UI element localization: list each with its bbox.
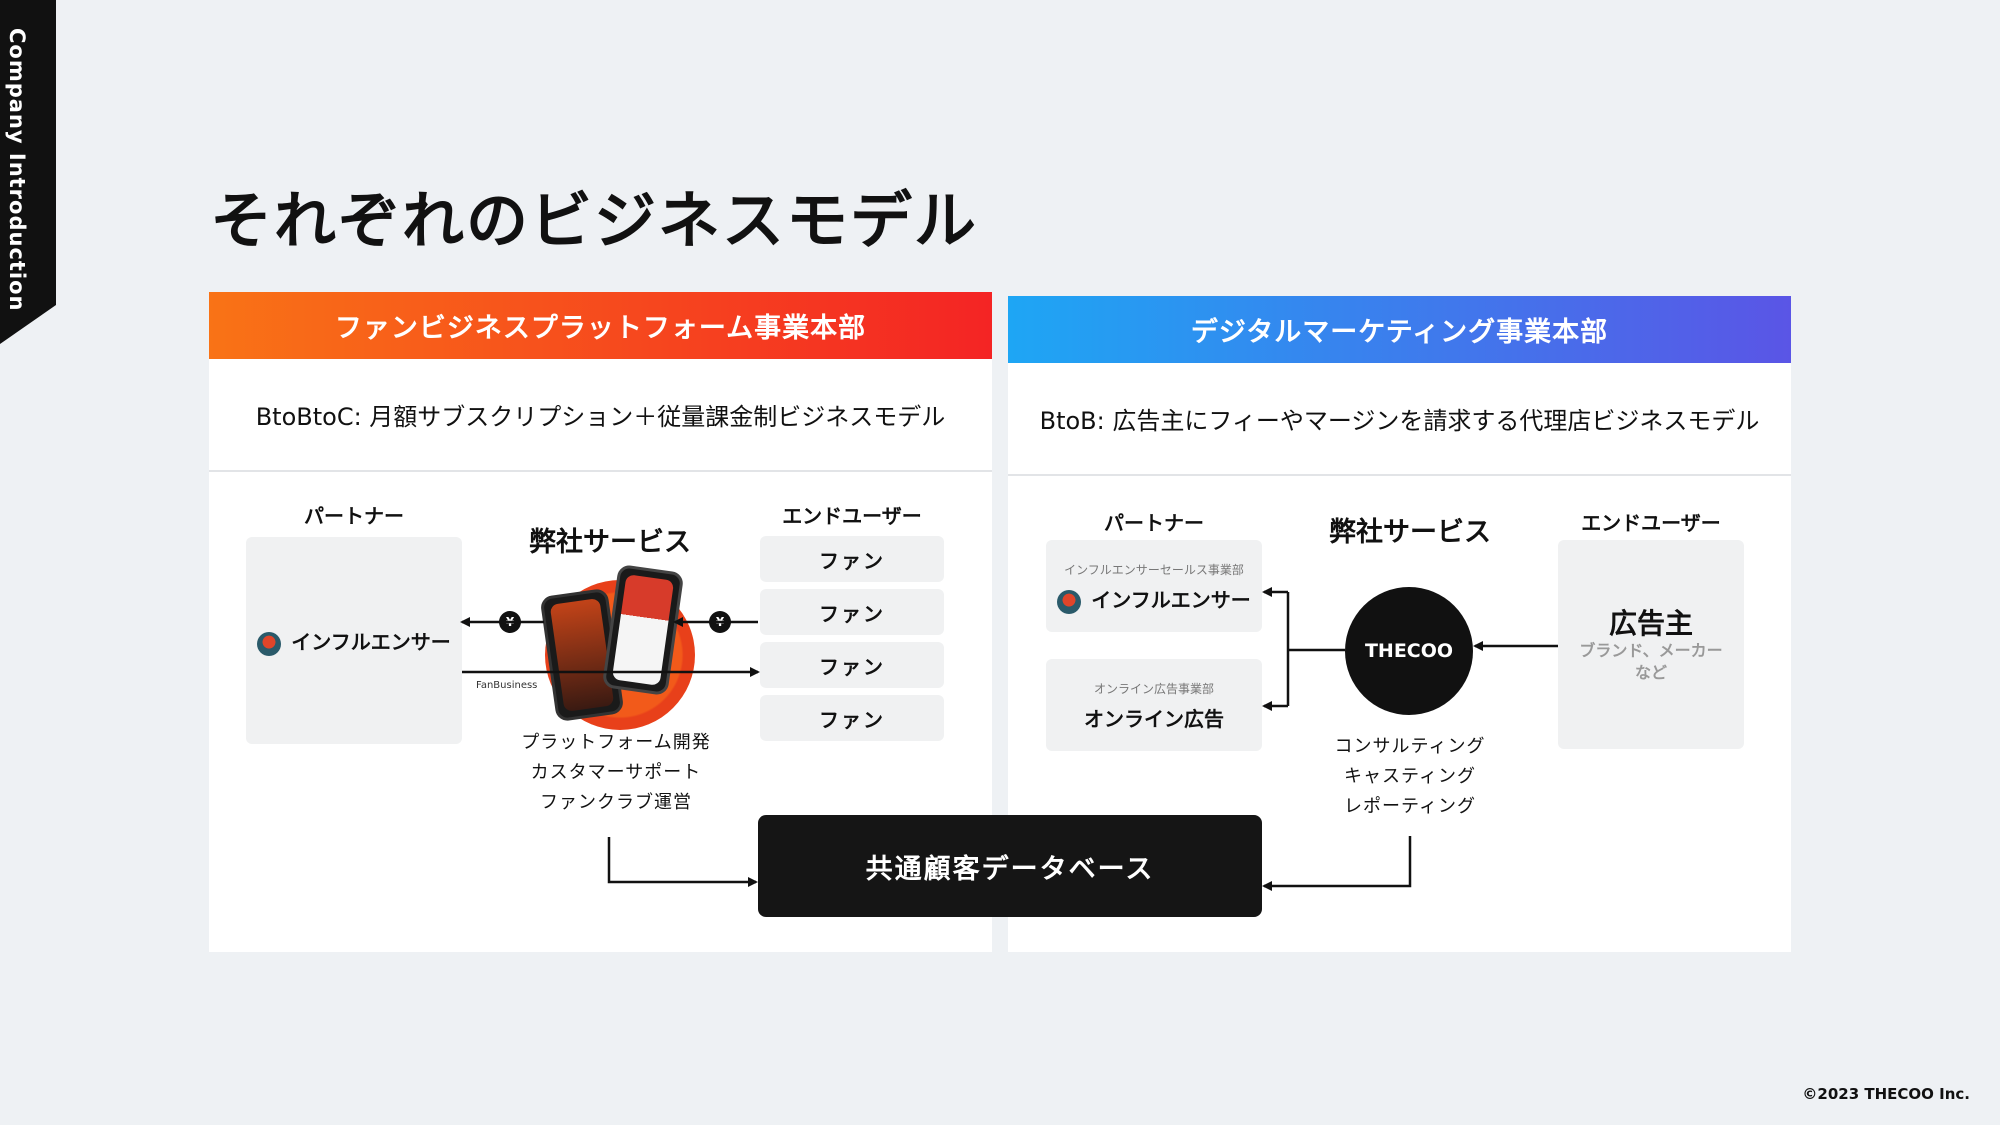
left-arrow-to-database: [607, 837, 758, 887]
online-ad-label: オンライン広告: [1084, 707, 1224, 731]
footer-copyright: ©2023 THECOO Inc.: [1802, 1085, 1970, 1103]
service-line: プラットフォーム開発: [521, 732, 711, 753]
right-panel-header: デジタルマーケティング事業本部: [1008, 296, 1791, 363]
thecoo-circle: THECOO: [1345, 587, 1473, 715]
left-influencer-label: インフルエンサー: [291, 630, 451, 654]
online-ad-box: [1046, 659, 1262, 751]
fan-business-caption: FanBusiness: [476, 680, 538, 691]
right-service-lines: コンサルティング キャスティング レポーティング: [1300, 732, 1520, 822]
side-tab: Company Introduction: [0, 0, 56, 344]
advertiser-box: [1558, 540, 1744, 749]
right-panel-subtitle: BtoB: 広告主にフィーやマージンを請求する代理店ビジネスモデル: [1008, 363, 1791, 476]
right-arrow-to-database: [1262, 836, 1412, 891]
fan-box: ファン: [760, 589, 944, 635]
service-line: コンサルティング: [1334, 736, 1486, 757]
right-influencer-label: インフルエンサー: [1091, 588, 1251, 612]
influencer-avatar: [1057, 589, 1082, 614]
left-service-lines: プラットフォーム開発 カスタマーサポート ファンクラブ運営: [500, 728, 732, 818]
fan-box: ファン: [760, 642, 944, 688]
right-influencer: インフルエンサー: [1046, 584, 1262, 614]
service-line: カスタマーサポート: [530, 762, 702, 783]
influencer-sales-box: [1046, 540, 1262, 632]
left-panel-subtitle: BtoBtoC: 月額サブスクリプション＋従量課金制ビジネスモデル: [209, 359, 992, 472]
fan-box: ファン: [760, 536, 944, 582]
right-partner-label: パートナー: [1104, 511, 1204, 535]
service-line: ファンクラブ運営: [540, 792, 692, 813]
influencer-dept-label: インフルエンサーセールス事業部: [1064, 563, 1244, 577]
advertiser-sub-line: など: [1634, 663, 1667, 682]
fan-box: ファン: [760, 695, 944, 741]
left-influencer: インフルエンサー: [246, 626, 462, 656]
shared-customer-database: 共通顧客データベース: [758, 815, 1262, 917]
right-service-label: 弊社サービス: [1329, 517, 1491, 548]
advertiser-label: 広告主: [1608, 607, 1693, 640]
online-dept-label: オンライン広告事業部: [1093, 682, 1214, 696]
left-partner-label: パートナー: [304, 504, 404, 528]
right-enduser-label: エンドユーザー: [1581, 511, 1721, 535]
left-partner-box: [246, 537, 462, 744]
advertiser-sub-line: ブランド、メーカー: [1579, 641, 1723, 660]
left-enduser-label: エンドユーザー: [782, 504, 922, 528]
side-tab-label: Company Introduction: [5, 28, 29, 312]
left-service-label: 弊社サービス: [529, 527, 691, 558]
advertiser-sub: ブランド、メーカー など: [1558, 640, 1744, 684]
influencer-avatar: [257, 631, 282, 656]
page-title: それぞれのビジネスモデル: [210, 184, 979, 257]
service-line: キャスティング: [1344, 766, 1476, 787]
left-panel-header: ファンビジネスプラットフォーム事業本部: [209, 292, 992, 359]
service-line: レポーティング: [1344, 796, 1476, 817]
